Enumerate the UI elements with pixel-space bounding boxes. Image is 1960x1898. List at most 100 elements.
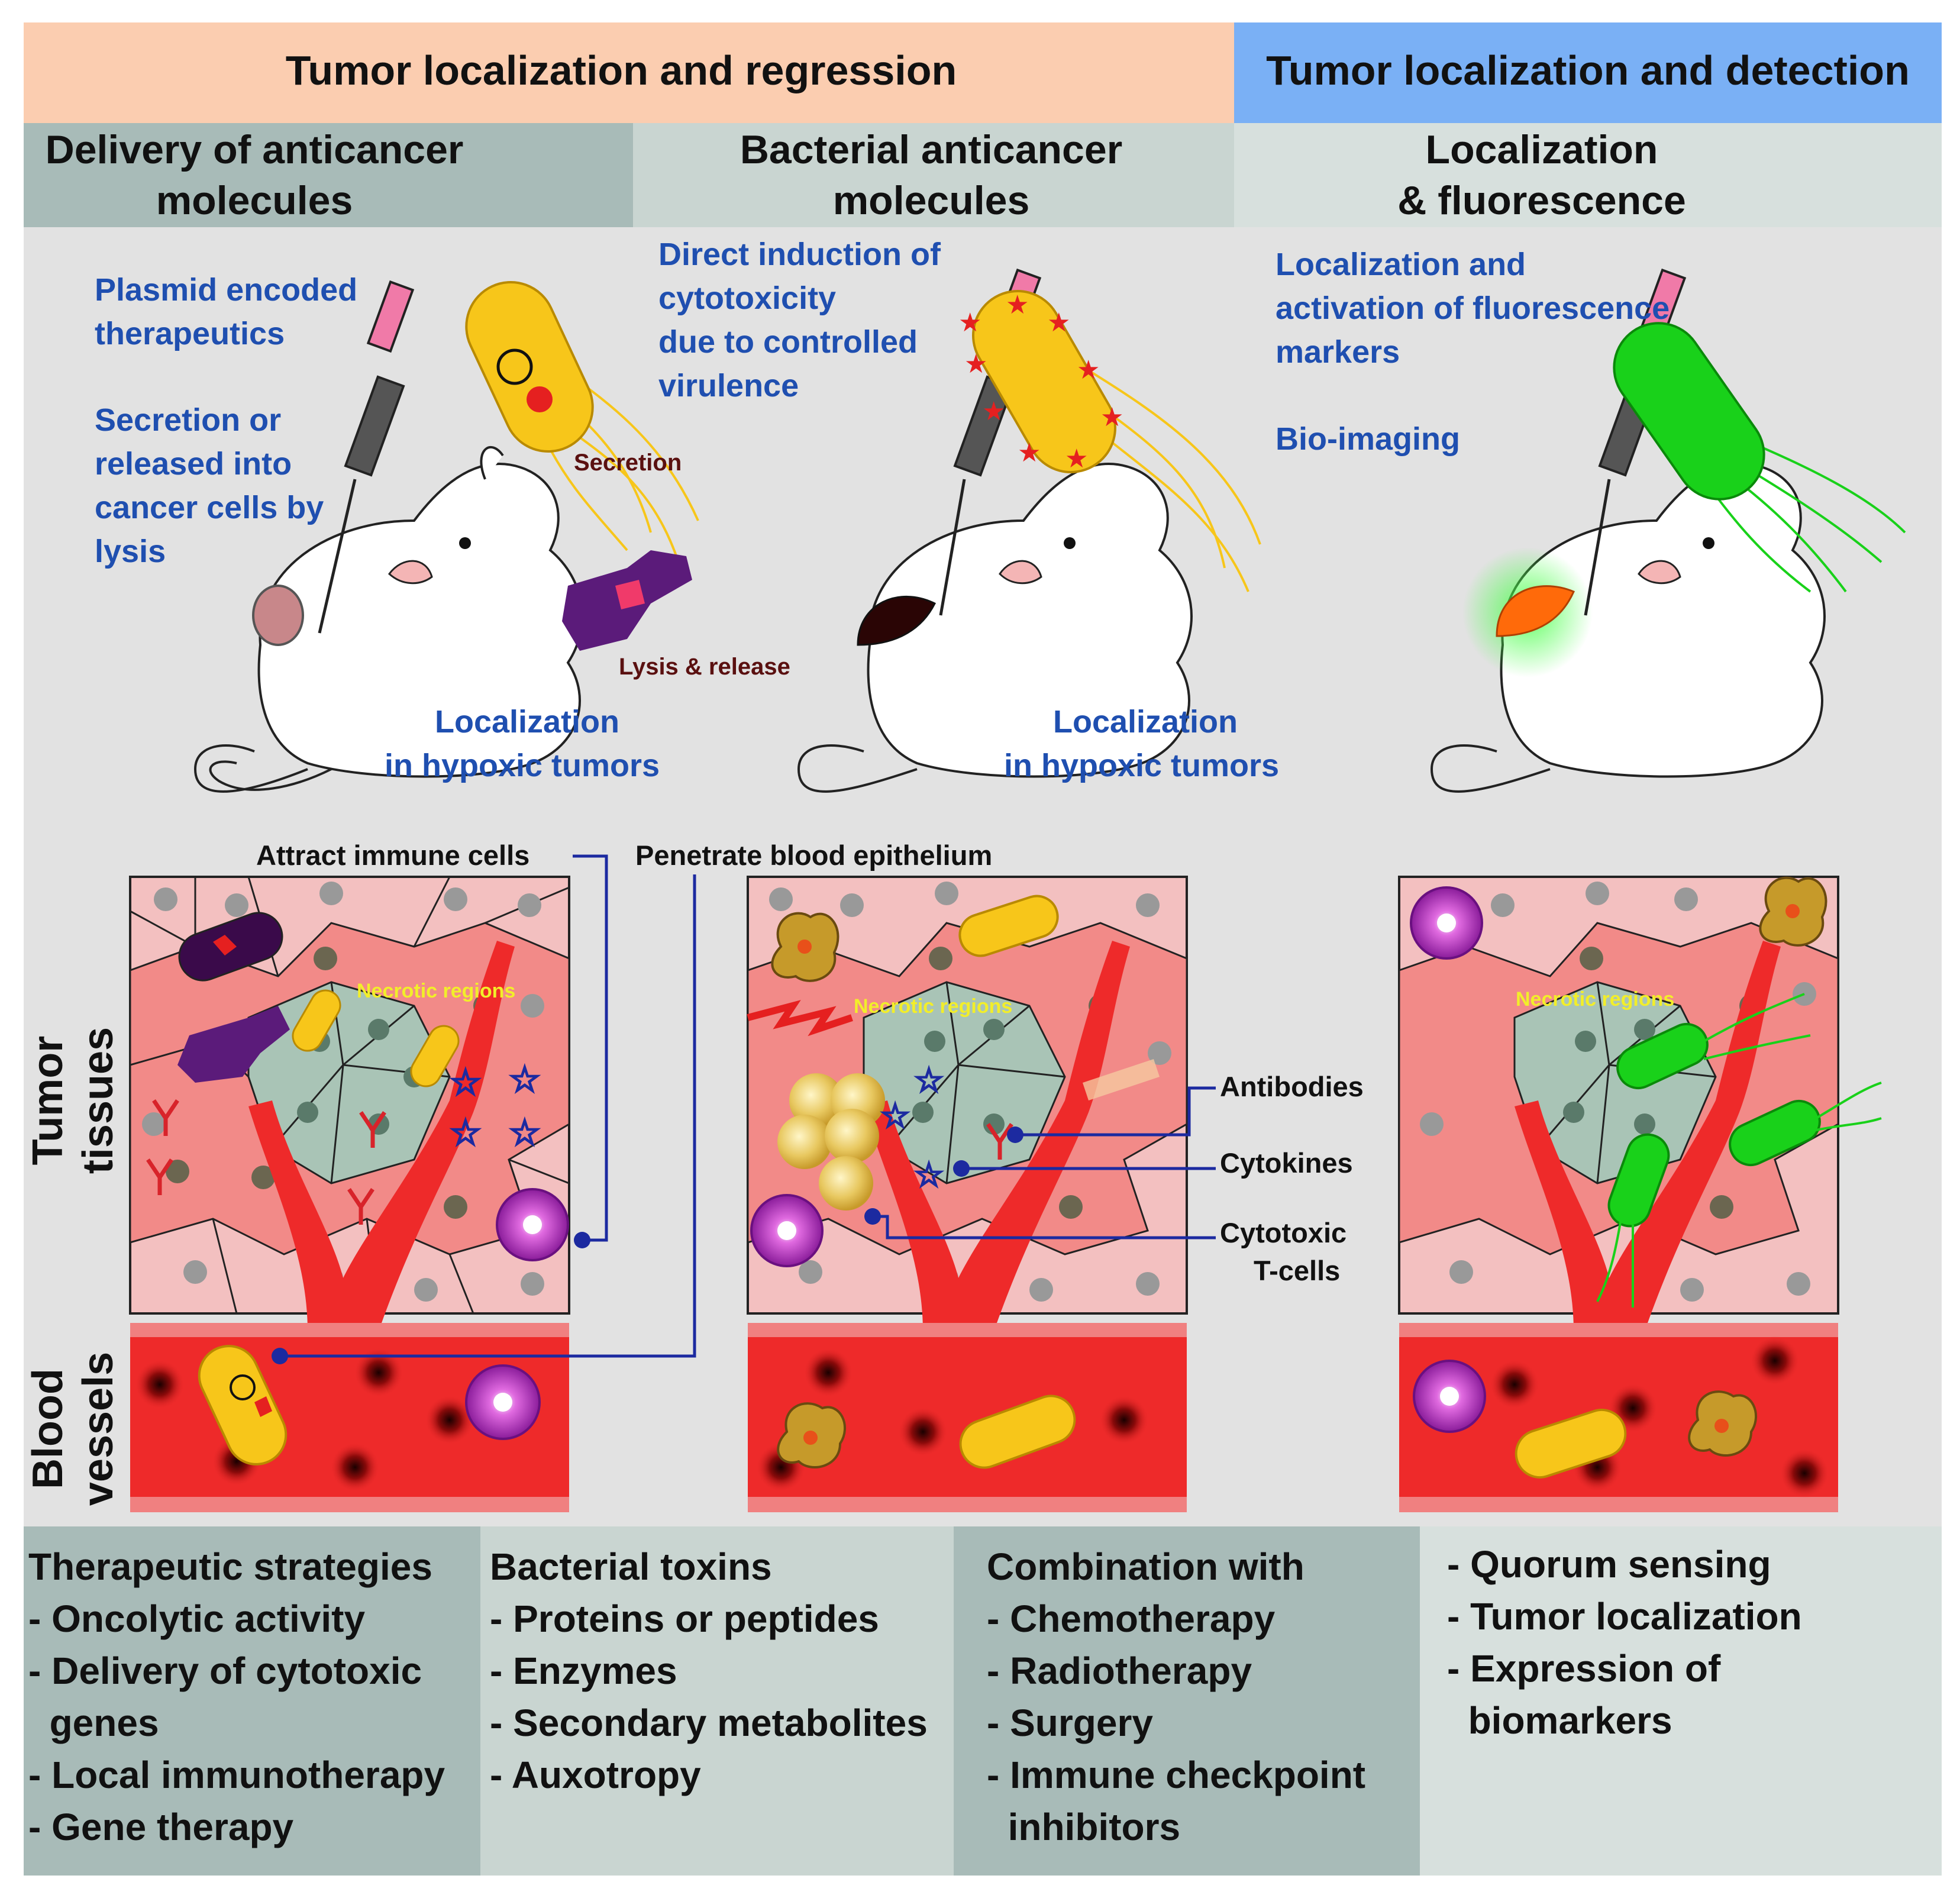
- bacterium-green-1: [1613, 322, 1906, 593]
- text-fluor-2: activation of fluorescence: [1276, 290, 1670, 326]
- text-bioimaging: Bio-imaging: [1276, 421, 1460, 457]
- label-lysis-release: Lysis & release: [619, 654, 790, 680]
- mouse-2-ear: [999, 560, 1042, 585]
- svg-text:★: ★: [1077, 356, 1100, 385]
- box-quorum-bg: [1420, 1526, 1942, 1876]
- text-localization-2a: Localization: [1053, 704, 1238, 740]
- cytokine-star-3: ☆: [450, 1113, 482, 1153]
- callout-line-antibodies: [1015, 1086, 1216, 1137]
- callout-penetrate: Penetrate blood epithelium: [635, 840, 992, 871]
- text-plasmid-2: therapeutics: [95, 316, 285, 351]
- text-localization-1b: in hypoxic tumors: [385, 748, 660, 783]
- callout-dot-antibodies: [1007, 1126, 1023, 1143]
- combination-line-1: Combination with: [987, 1545, 1304, 1588]
- svg-text:★: ★: [958, 308, 981, 337]
- text-secretion-2: released into: [95, 446, 292, 482]
- toxins-line-4: - Secondary metabolites: [490, 1702, 928, 1744]
- svg-text:★: ★: [982, 397, 1005, 426]
- lysis-debris-2: [177, 1006, 290, 1083]
- antibody-2: [986, 1123, 1013, 1160]
- text-direct-3: due to controlled: [658, 324, 918, 360]
- svg-text:★: ★: [1065, 444, 1088, 473]
- toxins-line-1: Bacterial toxins: [490, 1545, 772, 1588]
- bacterium-green-tissue-1: [1616, 1022, 1709, 1090]
- tcell-cluster: [777, 1073, 885, 1211]
- text-fluor-3: markers: [1276, 334, 1400, 370]
- subheader-delivery-line1: Delivery of anticancer: [46, 127, 464, 172]
- text-secretion-4: lysis: [95, 534, 166, 569]
- subheader-localization-bg: [1234, 123, 1942, 227]
- bacterium-yellow-small-1: [292, 989, 460, 1087]
- header-detection: Tumor localization and detection: [1266, 47, 1910, 93]
- callout-dot-cytokines: [953, 1160, 970, 1177]
- necrotic-label-1: Necrotic regions: [357, 980, 515, 1002]
- callout-dot-attract: [574, 1232, 590, 1248]
- lysis-center: [615, 580, 645, 609]
- lightning-toxin: [747, 1000, 853, 1037]
- mouse-2-tumor: [857, 595, 937, 646]
- toxins-line-3: - Enzymes: [490, 1650, 677, 1692]
- therapeutic-line-1: Therapeutic strategies: [28, 1545, 432, 1588]
- header-regression-bg: [24, 22, 1234, 123]
- immune-cell-1: [496, 1188, 569, 1261]
- subheader-localization-line2: & fluorescence: [1397, 178, 1686, 223]
- cytokine-star-6: ☆: [880, 1097, 910, 1134]
- macrophage-1: [771, 912, 839, 982]
- mouse-1-ear: [388, 560, 433, 585]
- blood-vessel-1: [130, 1323, 569, 1512]
- mouse-2: [867, 463, 1193, 778]
- label-secretion: Secretion: [574, 450, 682, 476]
- cytokine-star-7: ☆: [914, 1156, 944, 1193]
- callout-line-attract: [573, 854, 608, 1242]
- vessel-branch-1: [248, 941, 515, 1331]
- mouse-3: [1500, 463, 1826, 778]
- toxins-line-2: - Proteins or peptides: [490, 1597, 879, 1640]
- text-direct-4: virulence: [658, 368, 799, 404]
- text-direct-1: Direct induction of: [658, 237, 941, 272]
- callout-cytokines: Cytokines: [1220, 1147, 1353, 1179]
- side-label-blood-1: Blood: [24, 1368, 72, 1489]
- callout-dot-penetrate: [272, 1348, 288, 1364]
- combination-line-6: inhibitors: [987, 1806, 1180, 1848]
- bacterium-yellow-2: ★ ★ ★ ★ ★ ★ ★ ★ ★: [958, 290, 1261, 592]
- cytokine-star-1: ☆: [450, 1063, 482, 1102]
- box-combination-bg: [954, 1526, 1420, 1876]
- bacterium-yellow-1: [465, 281, 699, 569]
- svg-text:★: ★: [1018, 438, 1041, 467]
- header-regression: Tumor localization and regression: [286, 47, 957, 93]
- combination-line-5: - Immune checkpoint: [987, 1754, 1365, 1796]
- text-localization-2b: in hypoxic tumors: [1004, 748, 1279, 783]
- text-secretion-1: Secretion or: [95, 402, 281, 438]
- cytokine-star-2: ☆: [509, 1060, 541, 1099]
- subheader-bacterial-line1: Bacterial anticancer: [740, 127, 1122, 172]
- mouse-3-tail: [1430, 744, 1551, 793]
- svg-text:★: ★: [1006, 290, 1029, 319]
- cytokine-star-5: ☆: [914, 1061, 944, 1099]
- bacterium-yellow-tissue-2: [958, 895, 1059, 957]
- combination-line-3: - Radiotherapy: [987, 1650, 1252, 1692]
- mouse-1-tail: [193, 744, 308, 793]
- box-therapeutic-bg: [24, 1526, 480, 1876]
- tissue-block-2: ☆ ☆ ☆ Necrotic regions: [747, 876, 1188, 1331]
- callout-line-penetrate: [280, 874, 696, 1358]
- bacterium-purple-1: [178, 912, 283, 982]
- subheader-localization-line1: Localization: [1426, 127, 1658, 172]
- header-detection-bg: [1234, 22, 1942, 123]
- text-localization-1a: Localization: [435, 704, 619, 740]
- subheader-bacterial-bg: [633, 123, 1234, 227]
- text-secretion-3: cancer cells by: [95, 490, 324, 525]
- subheader-bacterial-line2: molecules: [833, 178, 1030, 223]
- therapeutic-line-4: genes: [28, 1702, 159, 1744]
- mouse-2-tail: [797, 744, 918, 793]
- syringe-1: [318, 280, 415, 634]
- tissue-block-1: ☆ ☆ ☆ ☆ Necrotic regions: [129, 876, 570, 1331]
- quorum-line-2: - Tumor localization: [1447, 1595, 1802, 1638]
- toxins-line-5: - Auxotropy: [490, 1754, 701, 1796]
- side-label-tumor-2: tissues: [75, 1027, 122, 1174]
- callout-dot-cytotoxic: [864, 1208, 881, 1225]
- svg-text:★: ★: [964, 350, 987, 379]
- quorum-line-1: - Quorum sensing: [1447, 1543, 1771, 1586]
- bacterium-green-tissue-2: [1729, 1099, 1821, 1167]
- vessel-branch-3: [1515, 941, 1781, 1331]
